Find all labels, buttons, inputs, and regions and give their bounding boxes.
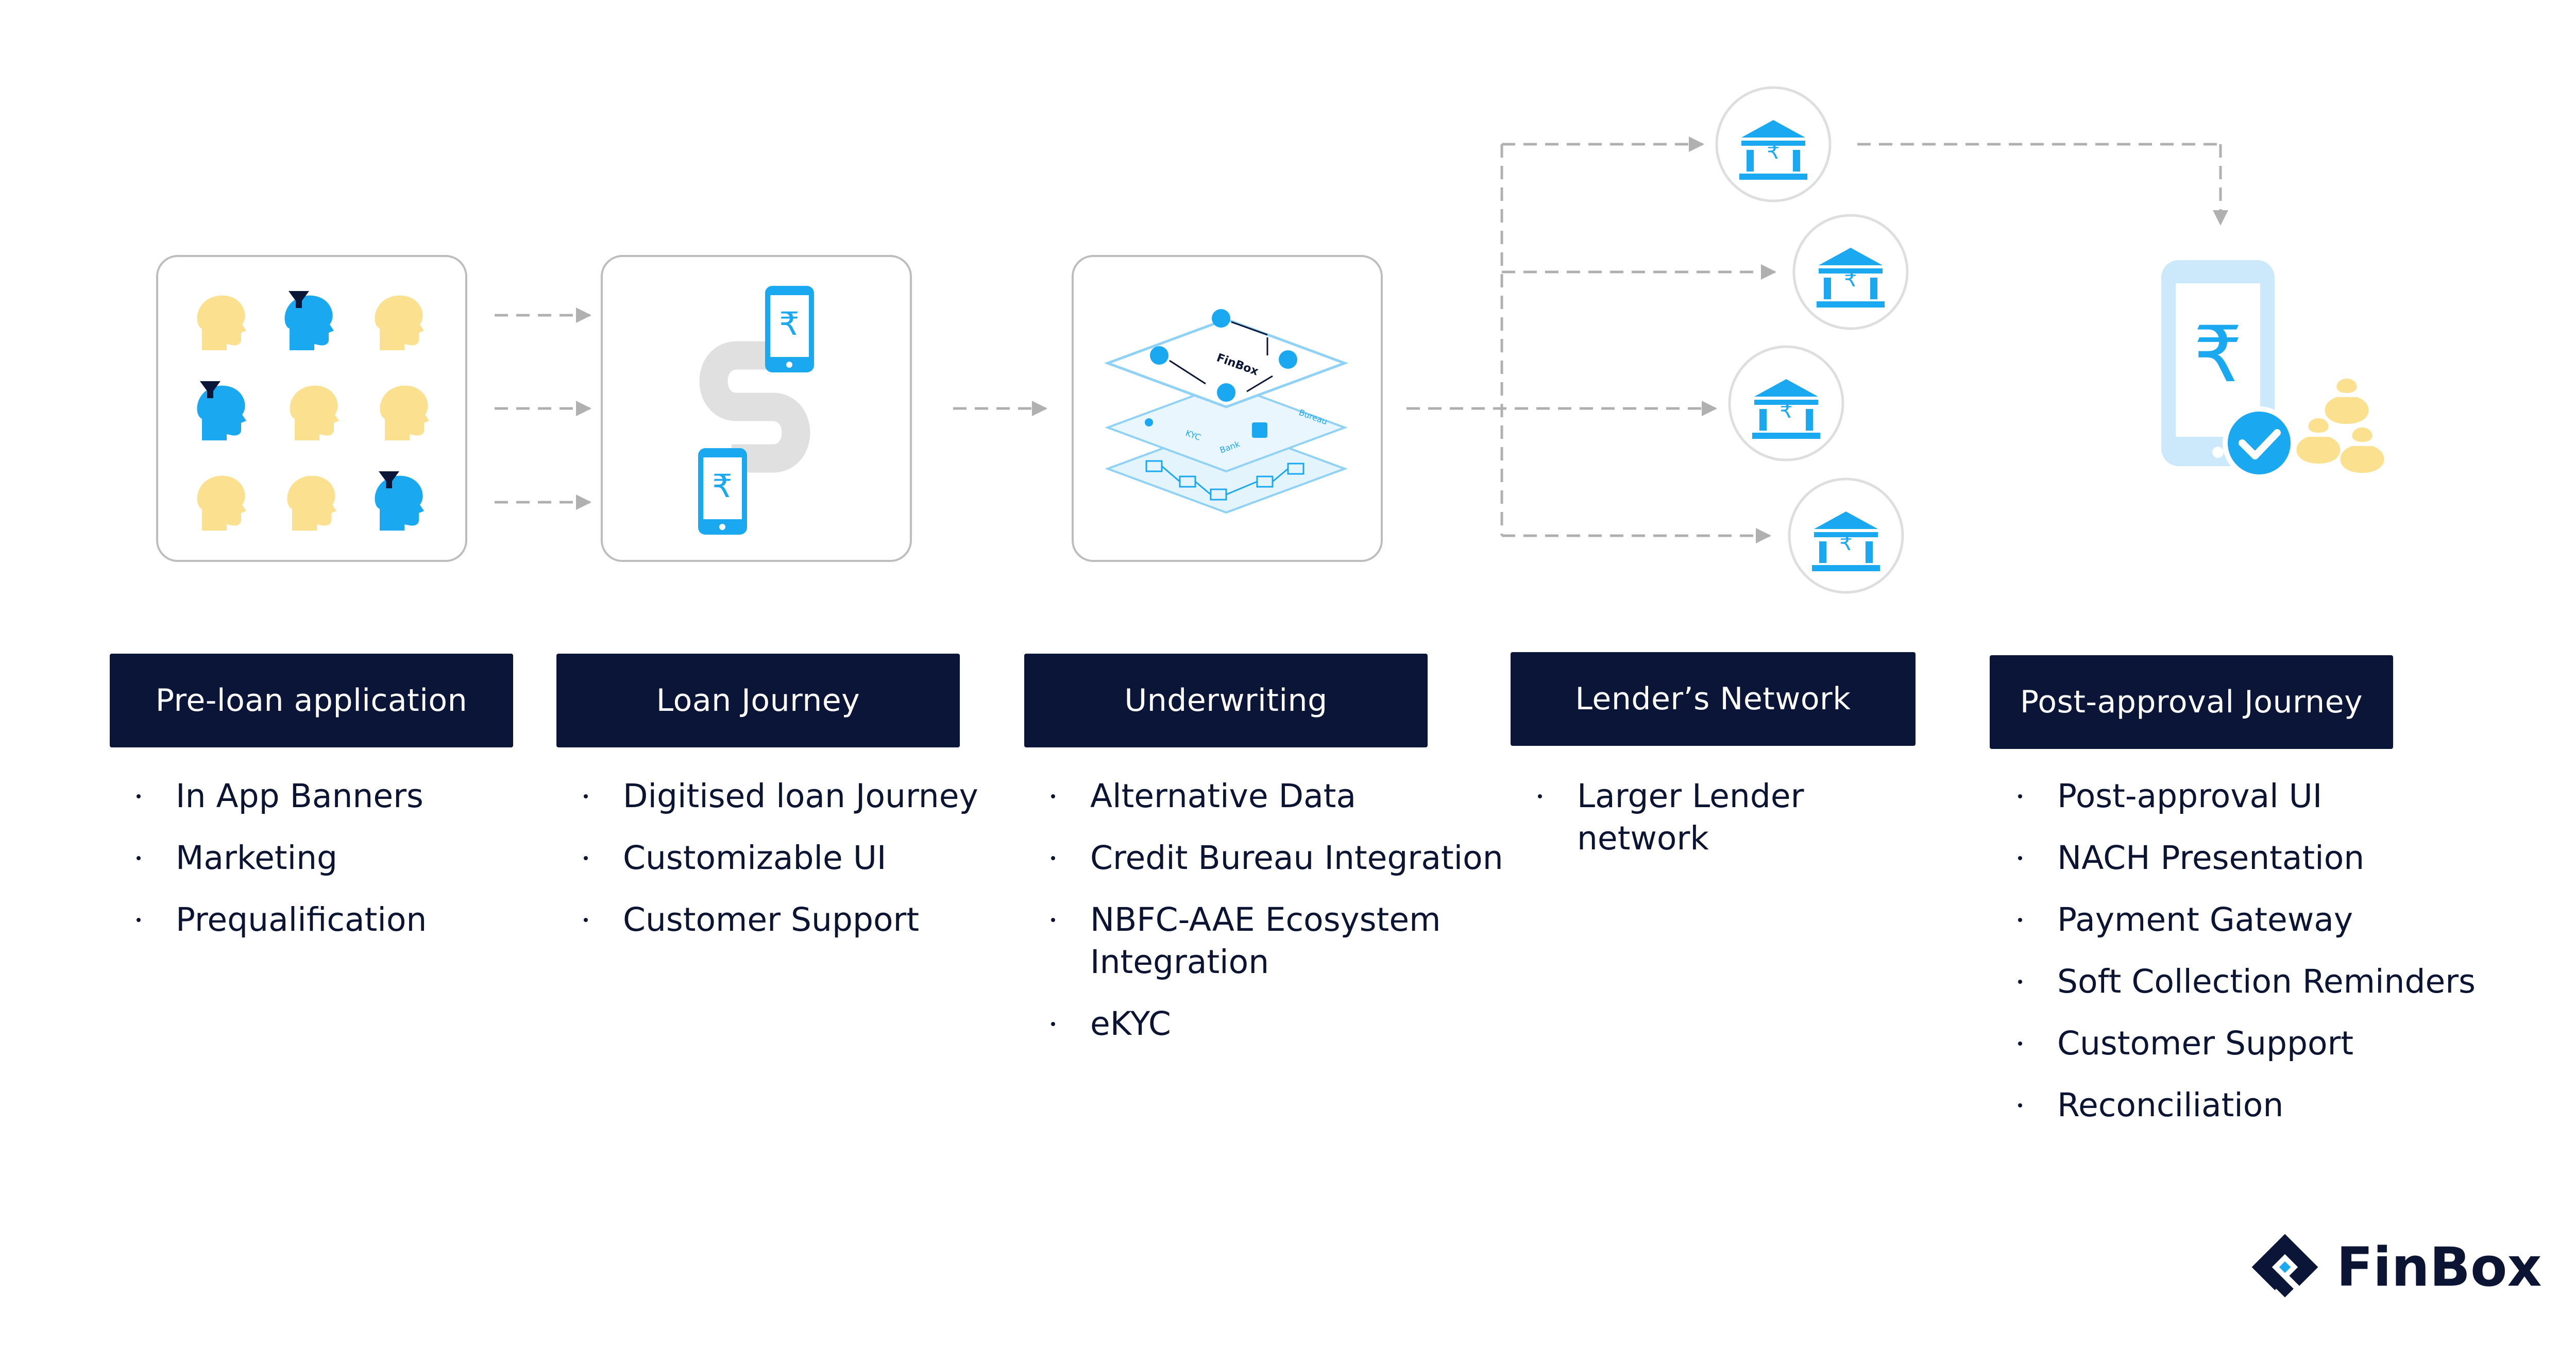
- finbox-brand: FinBox: [2249, 1231, 2542, 1303]
- bullet-item: Customer Support: [573, 899, 978, 941]
- bullet-item: Reconciliation: [2008, 1084, 2476, 1127]
- person-head-icon: [197, 385, 246, 440]
- bullet-item: Credit Bureau Integration: [1041, 837, 1503, 879]
- brand-name: FinBox: [2336, 1236, 2542, 1299]
- person-head-icon: [197, 295, 246, 350]
- lender-banks: ₹ ₹ ₹ ₹: [1715, 86, 1909, 594]
- person-head-icon: [197, 475, 246, 531]
- bullet-item: In App Banners: [126, 775, 427, 817]
- person-head-icon: [380, 385, 429, 440]
- svg-text:₹: ₹: [2193, 310, 2242, 400]
- money-bag-icon: [2296, 379, 2384, 473]
- bullet-item: eKYC: [1041, 1003, 1503, 1045]
- bullet-item: Soft Collection Reminders: [2008, 961, 2476, 1003]
- stage-label-underwriting: Underwriting: [1024, 654, 1428, 747]
- svg-text:₹: ₹: [712, 467, 732, 505]
- check-badge-icon: [2223, 406, 2296, 480]
- post-approval-illustration: ₹: [2161, 260, 2384, 480]
- svg-text:₹: ₹: [1839, 532, 1852, 555]
- svg-text:₹: ₹: [1780, 399, 1792, 423]
- people-grid: [197, 291, 429, 531]
- funnel-icon: [200, 381, 221, 398]
- stage-label-preloan: Pre-loan application: [110, 654, 513, 747]
- bullet-item: Customizable UI: [573, 837, 978, 879]
- funnel-icon: [379, 471, 399, 488]
- phone-rupee-icon: ₹: [765, 286, 814, 372]
- finbox-logo-icon: [2251, 1234, 2318, 1298]
- person-head-icon: [287, 475, 336, 531]
- bullet-item: Post-approval UI: [2008, 775, 2476, 817]
- svg-text:₹: ₹: [1844, 268, 1857, 292]
- loan-journey-illustration: ₹ ₹: [698, 286, 814, 535]
- bullet-item: Alternative Data: [1041, 775, 1503, 817]
- connector-arrows: [495, 136, 2228, 543]
- bullet-item: Prequalification: [126, 899, 427, 941]
- bullet-item: Payment Gateway: [2008, 899, 2476, 941]
- svg-text:₹: ₹: [1767, 140, 1780, 164]
- person-head-icon: [375, 475, 424, 531]
- bullet-item: NACH Presentation: [2008, 837, 2476, 879]
- person-head-icon: [284, 295, 334, 350]
- bullet-item: Customer Support: [2008, 1022, 2476, 1065]
- person-head-icon: [290, 385, 339, 440]
- stage-label-lenders-network: Lender’s Network: [1511, 652, 1916, 746]
- phone-rupee-icon: ₹: [698, 448, 747, 535]
- bullet-item: Marketing: [126, 837, 427, 879]
- svg-text:₹: ₹: [779, 305, 799, 343]
- bullet-item: Digitised loan Journey: [573, 775, 978, 817]
- stage-label-post-approval: Post-approval Journey: [1990, 655, 2393, 749]
- person-head-icon: [375, 295, 424, 350]
- funnel-icon: [289, 291, 309, 308]
- underwriting-stack-illustration: KYC Bank Bureau FinBox: [1104, 309, 1349, 514]
- stage-label-loan-journey: Loan Journey: [556, 654, 960, 747]
